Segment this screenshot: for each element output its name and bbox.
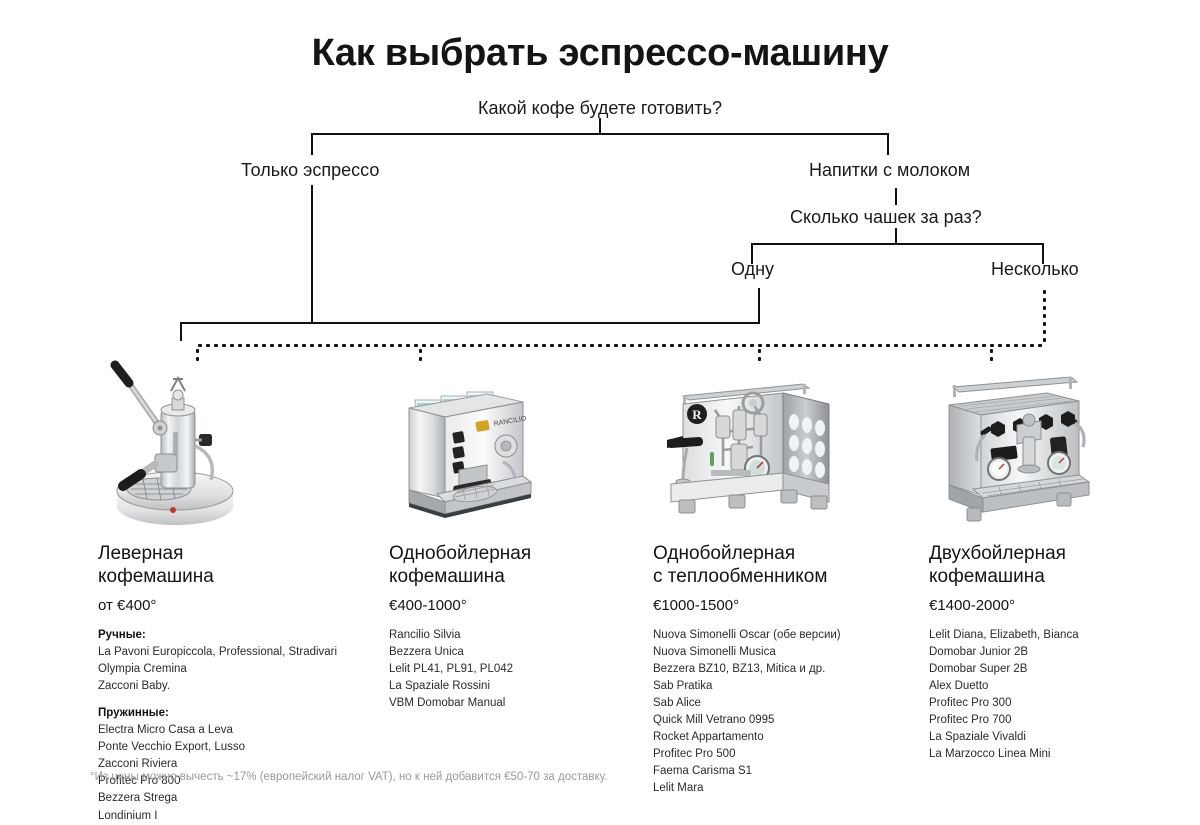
page-title: Как выбрать эспрессо-машину [311,32,889,74]
dual-boiler-espresso-machine-icon [948,376,1091,522]
dotted-line-drop-product-2 [419,347,422,365]
model-item: Rocket Appartamento [653,731,764,744]
tree-line-milk-to-q2 [895,188,897,205]
model-item: Profitec Pro 300 [929,697,1012,710]
tree-line-level1-bar [311,133,889,135]
root-question: Какой кофе будете готовить? [478,98,722,118]
model-item: La Spaziale Vivaldi [929,731,1026,744]
model-item: Electra Micro Casa a Leva [98,724,233,737]
heat-exchanger-espresso-machine-icon: R [667,383,830,514]
dotted-line-drop-product-4 [990,347,993,365]
model-item: VBM Domobar Manual [389,697,506,710]
model-item: Lelit Diana, Elizabeth, Bianca [929,629,1079,642]
product-image-wrap-4 [929,355,1194,530]
branch-label-espresso-only: Только эспрессо [241,160,380,180]
lever-espresso-machine-icon [110,360,234,525]
model-item: Rancilio Silvia [389,629,461,642]
model-item: Sab Alice [653,697,701,710]
model-item: Bezzera Strega [98,792,178,805]
tree-line-many-drop [1042,243,1044,264]
model-item: Ponte Vecchio Export, Lusso [98,741,246,754]
tree-line-collector-left-stub [180,322,182,341]
branch-label-several-cups: Несколько [991,259,1079,279]
model-item: Profitec Pro 500 [653,748,736,761]
tree-line-left-drop [311,133,313,155]
infographic-page: Как выбрать эспрессо-машину Какой кофе б… [90,32,1194,822]
tree-line-q2-stub [895,228,897,244]
tree-line-level2-bar [751,243,1044,245]
model-group-heading: Ручные: [98,629,146,642]
footnote-vat-shipping: °Из цены можно вычесть ~17% (европейский… [90,771,608,783]
dotted-line-several-drop [1043,288,1046,346]
product-price-3: €1000-1500° [653,597,740,615]
product-model-list-2: Rancilio Silvia Bezzera Unica Lelit PL41… [389,627,644,712]
tree-line-espresso-long-drop [311,185,313,323]
model-item: La Pavoni Europiccola, Professional, Str… [98,646,338,659]
model-item: Lelit PL41, PL91, PL042 [389,663,514,676]
tree-line-collector-bar [180,322,760,324]
product-column-dual-boiler: Двухбойлерная кофемашина €1400-2000° Lel… [929,355,1194,763]
product-image-wrap-1 [98,355,373,530]
model-item: Faema Carisma S1 [653,765,753,778]
product-image-wrap-2: RANCILIO [389,355,644,530]
product-model-list-1: Ручные: La Pavoni Europiccola, Professio… [98,627,373,824]
model-item: Bezzera BZ10, BZ13, Mitica и др. [653,663,826,676]
model-item: Lelit Mara [653,782,704,795]
model-item: Nuova Simonelli Musica [653,646,776,659]
dotted-line-drop-product-1 [196,347,199,365]
model-item: La Marzocco Linea Mini [929,748,1051,761]
model-item: Londinium I [98,809,158,822]
product-column-lever: Леверная кофемашина от €400° Ручные: La … [98,355,373,825]
product-model-list-4: Lelit Diana, Elizabeth, Bianca Domobar J… [929,627,1194,763]
product-model-list-3: Nuova Simonelli Oscar (обе версии) Nuova… [653,627,938,797]
model-item: Olympia Cremina [98,663,187,676]
model-item: Profitec Pro 800 [98,775,181,788]
product-image-wrap-3: R [653,355,938,530]
model-item: Profitec Pro 700 [929,714,1012,727]
model-item: Sab Pratika [653,680,713,693]
tree-line-one-drop [751,243,753,264]
model-item: Quick Mill Vetrano 0995 [653,714,775,727]
model-item: Bezzera Unica [389,646,464,659]
model-item: La Spaziale Rossini [389,680,491,693]
branch-label-milk-drinks: Напитки с молоком [809,160,971,180]
product-price-2: €400-1000° [389,597,467,615]
svg-text:R: R [692,407,702,422]
dotted-line-drop-product-3 [758,347,761,365]
model-item: Domobar Junior 2B [929,646,1029,659]
tree-line-onecup-long-drop [758,288,760,323]
tree-line-right-drop [887,133,889,155]
single-boiler-espresso-machine-icon: RANCILIO [408,391,533,518]
tree-line-root-stub [599,118,601,134]
dotted-line-distribution [196,344,1045,347]
product-price-1: от €400° [98,597,157,615]
product-price-4: €1400-2000° [929,597,1016,615]
model-item: Nuova Simonelli Oscar (обе версии) [653,629,841,642]
model-item: Zacconi Baby. [98,680,171,693]
question-cups-per-time: Сколько чашек за раз? [790,207,982,227]
model-item: Domobar Super 2B [929,663,1028,676]
product-name-2: Однобойлерная кофемашина [389,543,532,588]
product-name-3: Однобойлерная с теплообменником [653,543,828,588]
model-item: Alex Duetto [929,680,989,693]
branch-label-one-cup: Одну [731,259,775,279]
product-name-1: Леверная кофемашина [98,543,214,588]
product-column-heat-exchanger: R [653,355,938,798]
model-group-heading: Пружинные: [98,707,169,720]
model-item: Zacconi Riviera [98,758,178,771]
product-name-4: Двухбойлерная кофемашина [929,543,1066,588]
product-column-single-boiler: RANCILIO [389,355,644,712]
